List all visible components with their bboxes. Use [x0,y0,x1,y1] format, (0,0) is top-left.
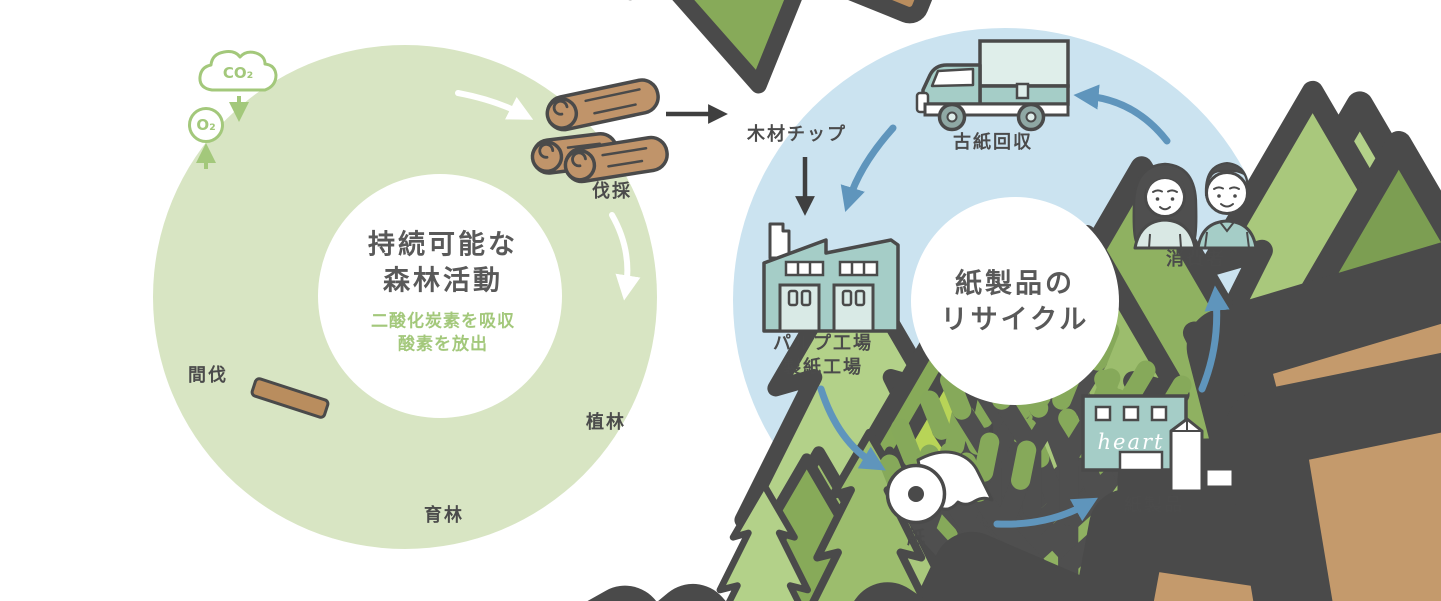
forest-title-line1: 持続可能な [368,229,518,260]
label-planting: 植林 [586,412,626,432]
thinning-felled-trees [250,0,983,419]
label-wood-chips: 木材チップ [747,124,847,144]
factory-chimney [768,222,791,260]
forest-to-logging-arrow [455,90,534,120]
recycle-title-line2: リサイクル [940,304,1090,334]
label-pulp-mill-line2: 製紙工場 [783,357,863,378]
consumers-to-collection-arrow [1073,84,1171,145]
tissue-box-brand: heart [1097,430,1165,454]
man-hair [1204,161,1250,197]
consumers-icon [1132,161,1258,250]
recycle-cycle-center-disc [911,197,1119,405]
label-pulp-mill-line1: パルプ工場 [773,333,873,353]
man-shirt [1196,219,1258,250]
truck-icon [915,39,1070,132]
logging-to-planting-arrow [609,212,641,301]
products-to-consumers-arrow [1198,285,1230,393]
truck-window [930,67,975,88]
collection-to-mill-arrow [840,124,897,213]
label-paper-products: 紙製品 [1124,495,1184,515]
label-pulp-mill: パルプ工場 製紙工場 [773,331,873,380]
forest-cycle-arrows [455,90,641,301]
co2-label: CO₂ [222,64,254,82]
paper-to-products-arrow [993,497,1098,528]
cut-log-icon [250,377,330,419]
mill-to-paper-arrow [817,385,886,471]
paper-roll-icon [885,450,994,525]
label-paper: 紙 [907,528,927,548]
forest-title-line2: 森林活動 [383,265,503,296]
label-logging: 伐採 [592,181,632,201]
label-thinning: 間伐 [188,365,228,385]
label-paper-collection: 古紙回収 [953,132,1033,152]
forest-subtitle-line2: 酸素を放出 [398,334,488,354]
label-growing: 育林 [424,505,464,525]
o2-circle-icon [188,107,224,143]
factory-window-strip [784,260,825,277]
factory-door [832,283,875,333]
logs-icon [530,78,669,184]
paper-card [1204,467,1235,489]
truck-cargo-box [978,39,1070,88]
paper-products-icon [1081,394,1235,493]
label-consumers: 消費者 [1166,249,1226,269]
forest-subtitle-line1: 二酸化炭素を吸収 [371,311,515,331]
factory-window-strip [838,260,879,277]
forest-cycle-center-disc [318,174,562,418]
co2-o2-exchange [188,50,278,169]
factory-door [778,283,821,333]
co2-cloud-icon [198,50,278,92]
o2-label: O₂ [196,116,216,134]
paper-carton [1169,417,1204,493]
recycle-cycle-arrows [817,84,1230,528]
factory-icon [762,222,900,333]
recycle-title-line1: 紙製品の [955,268,1075,299]
recycle-cycle-title: 紙製品の リサイクル [941,266,1090,337]
transfer-arrows [666,104,815,216]
forest-cycle-title: 持続可能な 森林活動 二酸化炭素を吸収 酸素を放出 [368,227,518,356]
